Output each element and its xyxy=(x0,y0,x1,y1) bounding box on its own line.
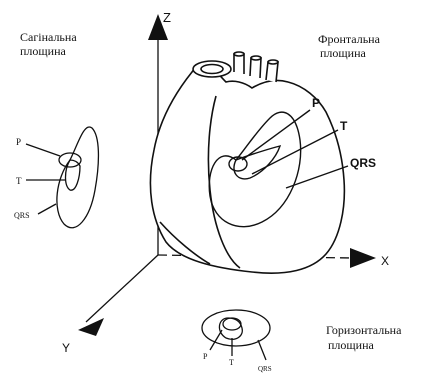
x-axis-label: X xyxy=(381,254,389,268)
horizontal-plane-title-line1: Горизонтальна xyxy=(326,323,402,337)
frontal-qrs-label: QRS xyxy=(350,156,376,170)
frontal-plane-title-line1: Фронтальна xyxy=(318,32,381,46)
frontal-p-label: P xyxy=(312,96,320,110)
sagittal-p-leader xyxy=(26,144,60,156)
sagittal-plane-title-line1: Сагінальна xyxy=(20,30,77,44)
vessel-branch-1 xyxy=(234,54,244,74)
x-axis-arrowhead xyxy=(350,248,376,268)
horizontal-t-label: T xyxy=(229,358,234,367)
horizontal-p-loop xyxy=(223,318,241,330)
sagittal-t-label: T xyxy=(16,176,22,186)
vessel-branch-2-top xyxy=(251,56,261,60)
y-axis-line xyxy=(86,255,158,322)
vessel-branch-3 xyxy=(266,62,278,82)
frontal-t-label: T xyxy=(340,119,348,133)
y-axis-label: Y xyxy=(62,341,70,355)
sagittal-qrs-label: QRS xyxy=(14,211,30,220)
sagittal-loops xyxy=(26,127,98,228)
horizontal-plane-title-line2: площина xyxy=(328,338,374,352)
horizontal-qrs-leader xyxy=(258,340,266,360)
vessel-branch-1-top xyxy=(234,52,244,56)
sagittal-qrs-loop xyxy=(57,127,99,228)
sagittal-plane-title-line2: площина xyxy=(20,44,66,58)
horizontal-p-label: P xyxy=(203,352,208,361)
y-axis-arrowhead xyxy=(78,318,104,336)
horizontal-plane-title: Горизонтальна площина xyxy=(326,323,404,352)
z-axis-label: Z xyxy=(163,10,171,25)
horizontal-qrs-loop xyxy=(202,310,270,346)
sagittal-p-label: P xyxy=(16,137,21,147)
horizontal-qrs-label: QRS xyxy=(258,365,272,373)
aorta-opening xyxy=(193,61,231,77)
vessel-branch-2 xyxy=(250,58,261,78)
sagittal-qrs-leader xyxy=(38,204,56,214)
frontal-plane-title-line2: площина xyxy=(320,46,366,60)
frontal-plane-title: Фронтальна площина xyxy=(318,32,383,60)
horizontal-loops xyxy=(202,310,270,360)
sagittal-plane-title: Сагінальна площина xyxy=(20,30,80,58)
vessel-branch-3-top xyxy=(268,60,278,64)
